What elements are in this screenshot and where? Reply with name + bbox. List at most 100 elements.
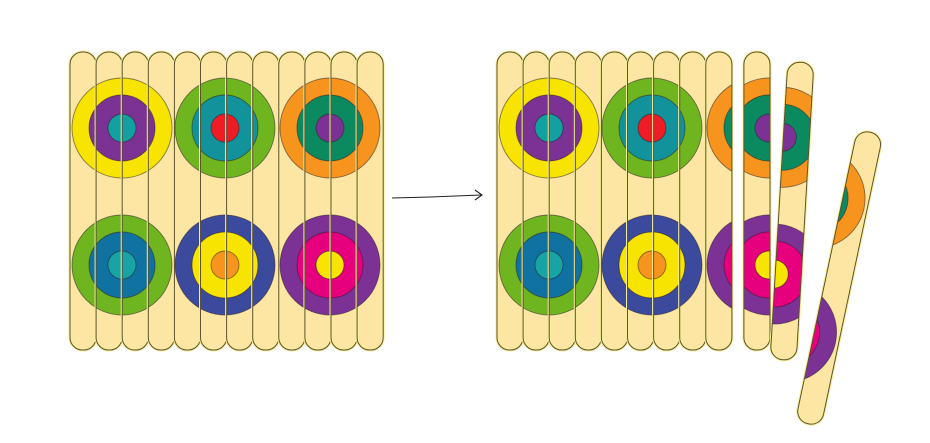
target-ring xyxy=(279,77,305,179)
target-ring xyxy=(575,231,583,299)
target-ring xyxy=(653,94,680,162)
target-circle xyxy=(200,214,227,316)
target-ring xyxy=(296,231,305,299)
target-circle xyxy=(575,214,600,316)
target-ring xyxy=(575,94,583,162)
target-ring xyxy=(653,214,680,316)
popsicle-stick xyxy=(251,50,281,352)
target-ring xyxy=(148,94,156,162)
arrow-icon xyxy=(391,189,483,201)
target-ring xyxy=(618,231,628,299)
popsicle-stick xyxy=(146,50,176,352)
target-ring xyxy=(296,94,305,162)
target-circle xyxy=(252,214,276,316)
target-circle xyxy=(706,77,732,179)
popsicle-stick xyxy=(355,50,385,352)
target-ring xyxy=(148,214,173,316)
target-circle xyxy=(279,77,305,179)
target-ring xyxy=(679,77,703,179)
target-ring xyxy=(498,214,524,316)
target-ring xyxy=(618,94,628,162)
popsicle-stick xyxy=(329,50,359,352)
target-circle xyxy=(357,214,381,316)
target-circle xyxy=(498,214,524,316)
target-ring xyxy=(357,94,364,162)
target-ring xyxy=(226,231,253,299)
target-ring xyxy=(723,94,732,162)
target-ring xyxy=(331,77,358,179)
target-ring xyxy=(252,77,276,179)
popsicle-stick xyxy=(742,50,772,352)
target-ring xyxy=(723,231,732,299)
target-circle xyxy=(252,77,276,179)
target-ring xyxy=(653,231,680,299)
popsicle-stick xyxy=(277,50,307,352)
target-circle xyxy=(679,77,703,179)
target-ring xyxy=(331,113,345,143)
target-ring xyxy=(754,250,771,280)
popsicle-stick xyxy=(626,50,656,352)
target-ring xyxy=(754,113,771,143)
target-ring xyxy=(679,214,703,316)
target-ring xyxy=(575,77,600,179)
target-ring xyxy=(191,94,201,162)
target-ring xyxy=(210,250,227,280)
target-ring xyxy=(706,214,732,316)
target-ring xyxy=(226,214,253,316)
popsicle-stick xyxy=(199,50,229,352)
target-ring xyxy=(679,231,686,299)
target-ring xyxy=(357,214,381,316)
target-ring xyxy=(252,214,276,316)
target-ring xyxy=(653,113,667,143)
target-circle xyxy=(627,77,654,179)
popsicle-stick xyxy=(704,50,734,352)
target-ring xyxy=(191,231,201,299)
popsicle-stick xyxy=(225,50,255,352)
left-panel-assembled-sticks xyxy=(68,50,385,352)
target-ring xyxy=(498,77,524,179)
target-ring xyxy=(549,94,576,162)
target-ring xyxy=(331,214,358,316)
target-ring xyxy=(122,113,137,143)
target-circle xyxy=(279,214,305,316)
target-circle xyxy=(226,77,253,179)
target-ring xyxy=(575,214,600,316)
target-ring xyxy=(357,231,364,299)
target-circle xyxy=(627,214,654,316)
target-ring xyxy=(252,94,259,162)
target-ring xyxy=(148,77,173,179)
target-circle xyxy=(331,214,358,316)
target-ring xyxy=(71,214,97,316)
target-ring xyxy=(210,113,227,143)
right-panel-separated-sticks xyxy=(495,50,883,426)
target-circle xyxy=(71,214,97,316)
target-ring xyxy=(331,250,345,280)
target-ring xyxy=(122,250,137,280)
target-circle xyxy=(653,214,680,316)
target-ring xyxy=(226,94,253,162)
target-ring xyxy=(653,250,667,280)
target-ring xyxy=(679,94,686,162)
target-ring xyxy=(549,231,576,299)
target-circle xyxy=(200,77,227,179)
target-ring xyxy=(226,113,240,143)
target-circle xyxy=(679,214,703,316)
target-circle xyxy=(357,77,381,179)
target-circle xyxy=(653,77,680,179)
target-circle xyxy=(226,214,253,316)
target-ring xyxy=(226,250,240,280)
target-ring xyxy=(331,231,358,299)
target-ring xyxy=(88,94,97,162)
target-circle xyxy=(331,77,358,179)
target-ring xyxy=(252,231,259,299)
target-ring xyxy=(637,250,654,280)
target-circle xyxy=(148,214,173,316)
target-circle xyxy=(706,214,732,316)
target-ring xyxy=(122,94,149,162)
target-circle xyxy=(498,77,524,179)
target-ring xyxy=(515,231,524,299)
popsicle-stick xyxy=(769,60,815,362)
target-circle xyxy=(575,77,600,179)
target-ring xyxy=(549,113,564,143)
